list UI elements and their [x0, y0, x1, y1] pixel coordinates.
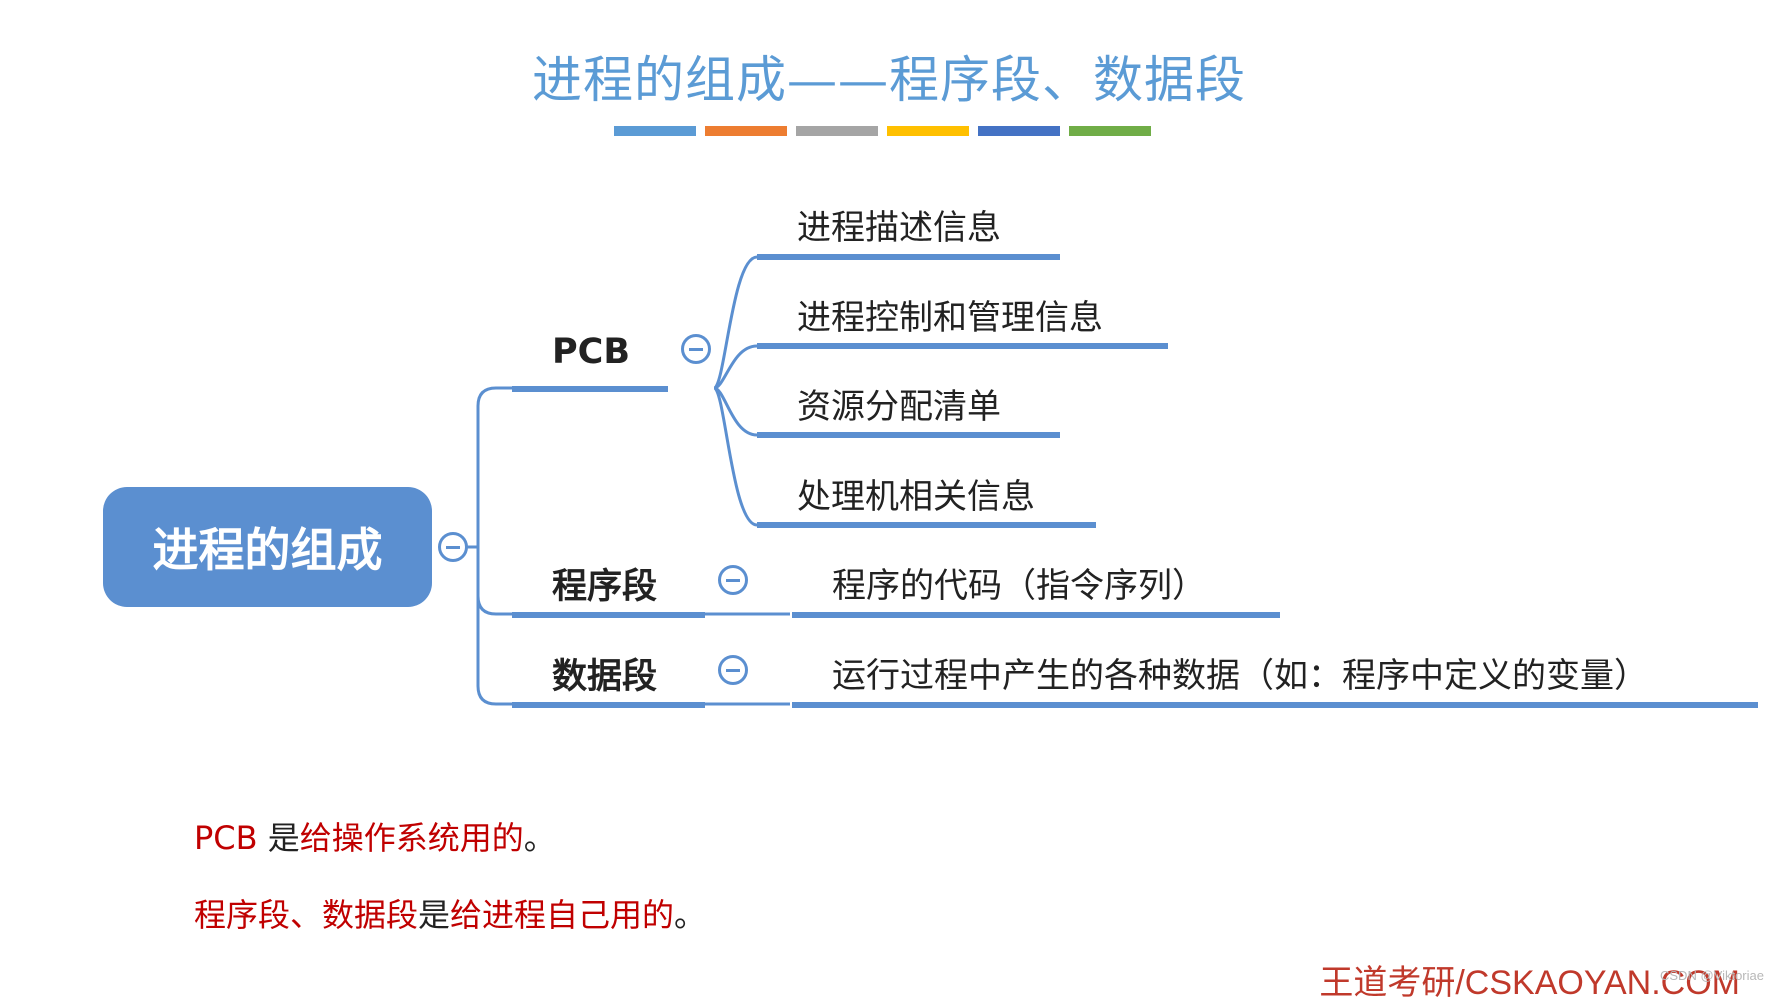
program-segment-item[interactable]: 程序的代码（指令序列）: [832, 566, 1206, 606]
note-segments-subject: 程序段、数据段: [194, 896, 419, 934]
note-pcb-purpose: 给操作系统用的: [299, 819, 524, 857]
note-pcb-subject: PCB: [194, 819, 258, 857]
color-bar-green: [1069, 126, 1151, 136]
pcb-to-cpu: [712, 386, 758, 527]
branch-program-segment[interactable]: 程序段: [552, 567, 658, 607]
data-segment-item[interactable]: 运行过程中产生的各种数据（如：程序中定义的变量）: [832, 656, 1648, 696]
trunk-line: [476, 386, 497, 706]
program-segment-collapse-icon[interactable]: [718, 565, 748, 595]
note-segments: 程序段、数据段是给进程自己用的。: [194, 890, 706, 936]
color-bar-blue: [614, 126, 696, 136]
data-segment-collapse-icon[interactable]: [718, 655, 748, 685]
note-pcb-period: 。: [523, 819, 556, 857]
branch-data-segment[interactable]: 数据段: [552, 657, 658, 697]
pcb-item-control[interactable]: 进程控制和管理信息: [797, 298, 1103, 338]
note-segments-purpose: 给进程自己用的: [450, 896, 675, 934]
pcb-to-desc: [712, 255, 758, 390]
pcb-to-ctrl: [713, 344, 758, 390]
root-collapse-icon[interactable]: [438, 532, 468, 562]
pcb-item-description[interactable]: 进程描述信息: [797, 208, 1001, 248]
pcb-collapse-icon[interactable]: [681, 334, 711, 364]
color-bar-dark-blue: [978, 126, 1060, 136]
pcb-item-processor[interactable]: 处理机相关信息: [797, 477, 1035, 517]
page-title: 进程的组成——程序段、数据段: [532, 51, 1246, 109]
note-segments-verb: 是: [418, 896, 451, 934]
pcb-item-resources[interactable]: 资源分配清单: [797, 387, 1001, 427]
note-pcb-verb: 是: [267, 819, 300, 857]
note-segments-period: 。: [674, 896, 707, 934]
color-bar-gray: [796, 126, 878, 136]
root-node[interactable]: 进程的组成: [103, 487, 432, 607]
note-pcb: PCB 是给操作系统用的。: [194, 813, 556, 859]
watermark: CSDN @Viktoriae: [1660, 968, 1764, 983]
pcb-to-res: [713, 386, 758, 437]
branch-pcb[interactable]: PCB: [552, 332, 631, 372]
trunk-to-code: [476, 595, 497, 616]
color-bar-yellow: [887, 126, 969, 136]
color-bar-orange: [705, 126, 787, 136]
